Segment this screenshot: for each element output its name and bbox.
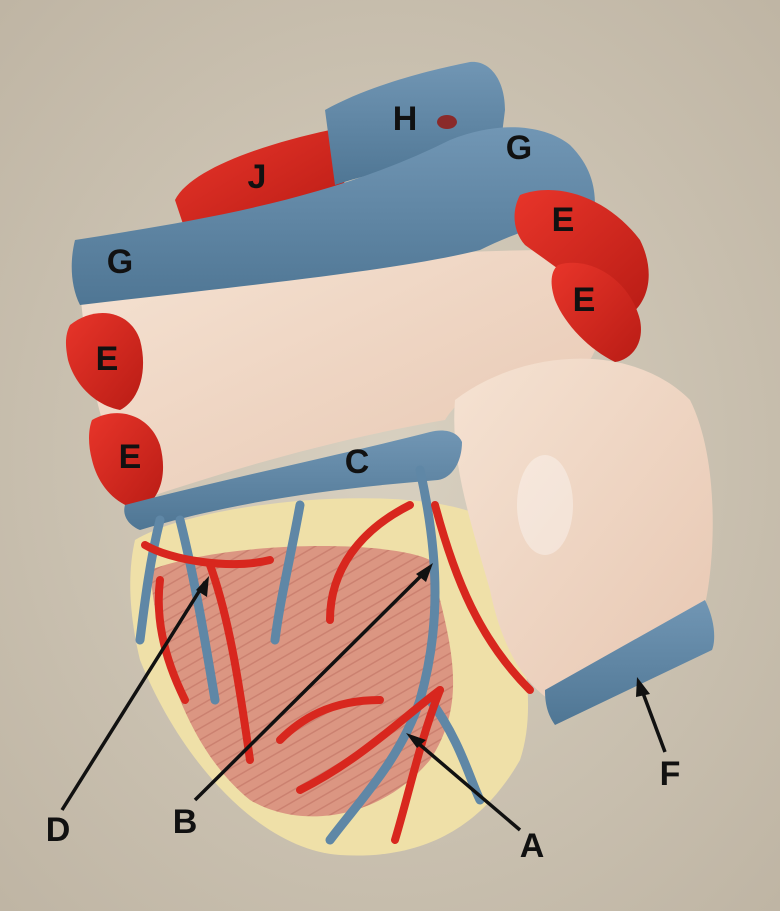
cardiac-veins [135, 465, 485, 845]
pointer-lines [60, 565, 667, 832]
label-g-left: G [106, 243, 134, 281]
label-f: F [659, 755, 681, 793]
vessel-f [545, 600, 715, 725]
vessel-j [175, 130, 345, 230]
label-h: H [392, 100, 418, 138]
vessel-e-left-2 [89, 413, 164, 510]
arrowhead-d [196, 576, 209, 597]
coronary-arteries [141, 501, 534, 844]
arrowhead-a [406, 733, 426, 748]
atrium-body [80, 250, 600, 500]
vessel-e-upper-2 [551, 262, 641, 362]
pointer-arrowheads [196, 563, 650, 748]
pointer-line-d [60, 581, 207, 811]
ventricle-bulge [454, 358, 713, 700]
pointer-line-a [410, 736, 522, 832]
vessel-c [124, 430, 462, 530]
arrowhead-b [416, 563, 433, 582]
label-e-upper-2: E [572, 281, 596, 319]
label-e-upper-1: E [551, 201, 575, 239]
label-d: D [45, 811, 71, 849]
vessel-h-opening [437, 115, 457, 129]
label-e-left-1: E [95, 340, 119, 378]
label-b: B [172, 803, 198, 841]
pointer-line-f [638, 684, 667, 753]
arrowhead-f [636, 677, 650, 697]
label-c: C [344, 443, 370, 481]
vessel-e-left-1 [65, 313, 144, 410]
label-e-left-2: E [118, 438, 142, 476]
label-g-right: G [505, 129, 533, 167]
label-j: J [247, 158, 267, 196]
pointer-line-b [193, 565, 432, 802]
ventricle-highlight [517, 455, 573, 555]
vessel-g [71, 127, 596, 306]
label-a: A [519, 827, 545, 865]
